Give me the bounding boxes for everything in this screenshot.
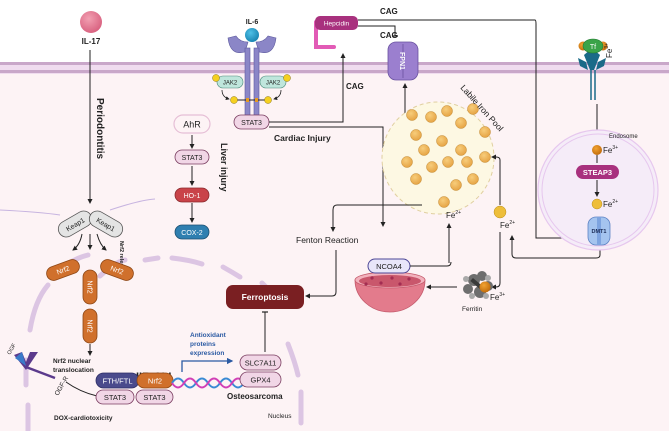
periodontitis-label: Periodontitis [94,98,105,160]
svg-text:Fe3+: Fe3+ [603,145,618,155]
labile-iron-pool [381,101,495,215]
cell-membrane [0,62,669,74]
antioxidant-arrow [181,357,234,372]
nrf2-release-label: Nrf2 release [118,241,124,273]
transferrin-receptor: Tf Fe3+ [578,38,614,100]
cag-label-side: CAG [346,82,364,91]
iron-ion [461,156,473,168]
svg-text:Nrf2: Nrf2 [56,265,71,276]
dna-helix [171,377,245,389]
iron-ion [455,117,467,129]
svg-text:Fe2+: Fe2+ [603,199,618,209]
fenton-reaction-label: Fenton Reaction [296,235,359,245]
iron-ion [442,156,454,168]
svg-text:AhR: AhR [183,120,201,130]
iron-ion [410,173,422,185]
endosome: Endosome Fe3+ STEAP3 Fe2+ [537,129,659,251]
tf-label: Tf [590,44,596,51]
svg-text:SLC7A11: SLC7A11 [245,359,277,368]
osteosarcoma-label: Osteosarcoma [227,392,283,401]
nrf2-translocation-label-1: Nrf2 nuclear [53,358,91,365]
ferritin: Fe3+ Ferritin [462,271,505,313]
svg-text:JAK2: JAK2 [223,81,238,87]
svg-text:Nrf2: Nrf2 [109,265,124,276]
svg-text:IL-6: IL-6 [246,19,259,26]
svg-text:Ferroptosis: Ferroptosis [242,292,289,302]
ferritin-label: Ferritin [462,306,483,313]
iron-ion [467,103,479,115]
svg-text:FTH/FTL: FTH/FTL [103,377,133,386]
svg-text:NCOA4: NCOA4 [376,262,402,271]
svg-text:OGF: OGF [7,342,18,356]
svg-text:COX-2: COX-2 [181,230,203,237]
iron-ion [406,109,418,121]
iron-ion [401,156,413,168]
svg-text:FPN1: FPN1 [398,52,405,70]
svg-text:Hepcidin: Hepcidin [324,21,350,28]
slc7a11-gpx4: SLC7A11 GPX4 [239,354,282,388]
liver-injury-label: Liver injury [219,143,229,192]
keap1-dimer: Keap1 Keap1 [57,210,124,238]
dox-cardiotoxicity-label: DOX-cardiotoxicity [54,415,113,422]
iron-ion [410,129,422,141]
steap3-label: STEAP3 [583,168,612,177]
svg-text:DMT1: DMT1 [592,229,607,235]
iron-ion [479,126,491,138]
iron-ion [436,135,448,147]
nrf2-group: Nrf2 Nrf2 Nrf2 Nrf2 [46,259,134,344]
il17-ligand: IL-17 [80,11,102,46]
fe2-free: Fe2+ [493,205,515,230]
lysosome [354,271,426,313]
svg-text:JAK2: JAK2 [266,81,281,87]
antioxidant-label-2: proteins [190,341,216,348]
svg-text:STAT3: STAT3 [143,393,165,402]
iron-dots [401,103,491,191]
svg-text:Fe2+: Fe2+ [500,220,515,230]
iron-ion [418,144,430,156]
cag-label-top: CAG [380,7,398,16]
stat3-receptor: STAT3 [233,114,270,130]
svg-text:Fe2+: Fe2+ [446,210,461,220]
svg-text:STAT3: STAT3 [241,120,262,127]
dmt1-transporter: DMT1 [587,216,611,246]
iron-ion [426,161,438,173]
nucleus-label: Nucleus [268,413,292,420]
iron-ion [455,144,467,156]
fe2-pool-exit: Fe2+ [438,196,461,220]
svg-text:Nrf2: Nrf2 [86,319,93,332]
iron-ion [441,105,453,117]
jak2-right: JAK2 [259,75,287,89]
svg-text:Fe3+: Fe3+ [490,292,505,302]
svg-text:STAT3: STAT3 [104,393,126,402]
ahr-pathway: AhR STAT3 HO-1 COX-2 [173,114,211,240]
fpn1-channel: FPN1 [387,41,419,81]
nrf2-stat3-complex: FTH/FTL Nrf2 STAT3 STAT3 [95,372,174,405]
cytoplasm [0,68,669,431]
iron-ion [425,111,437,123]
cardiac-injury-label: Cardiac Injury [274,133,331,143]
antioxidant-label-1: Antioxidant [190,332,227,339]
svg-text:STAT3: STAT3 [182,155,203,162]
endosome-label: Endosome [609,134,638,140]
nrf2-translocation-label-2: translocation [53,367,94,374]
svg-text:Nrf2: Nrf2 [86,280,93,293]
phospho-sites [212,74,291,104]
ferroptosis-box: Ferroptosis [226,285,304,309]
iron-ion [467,173,479,185]
iron-ion [479,151,491,163]
jak2-left: JAK2 [216,75,244,89]
cag-label-mid: CAG [380,31,398,40]
svg-text:Fe3+: Fe3+ [604,43,614,58]
hepcidin: Hepcidin [314,16,358,49]
svg-text:Nrf2: Nrf2 [148,377,162,386]
iron-ion [450,179,462,191]
antioxidant-label-3: expression [190,350,224,357]
il17-label: IL-17 [82,37,101,46]
svg-text:HO-1: HO-1 [184,193,201,200]
ncoa4: NCOA4 [367,258,411,274]
svg-text:GPX4: GPX4 [250,376,270,385]
